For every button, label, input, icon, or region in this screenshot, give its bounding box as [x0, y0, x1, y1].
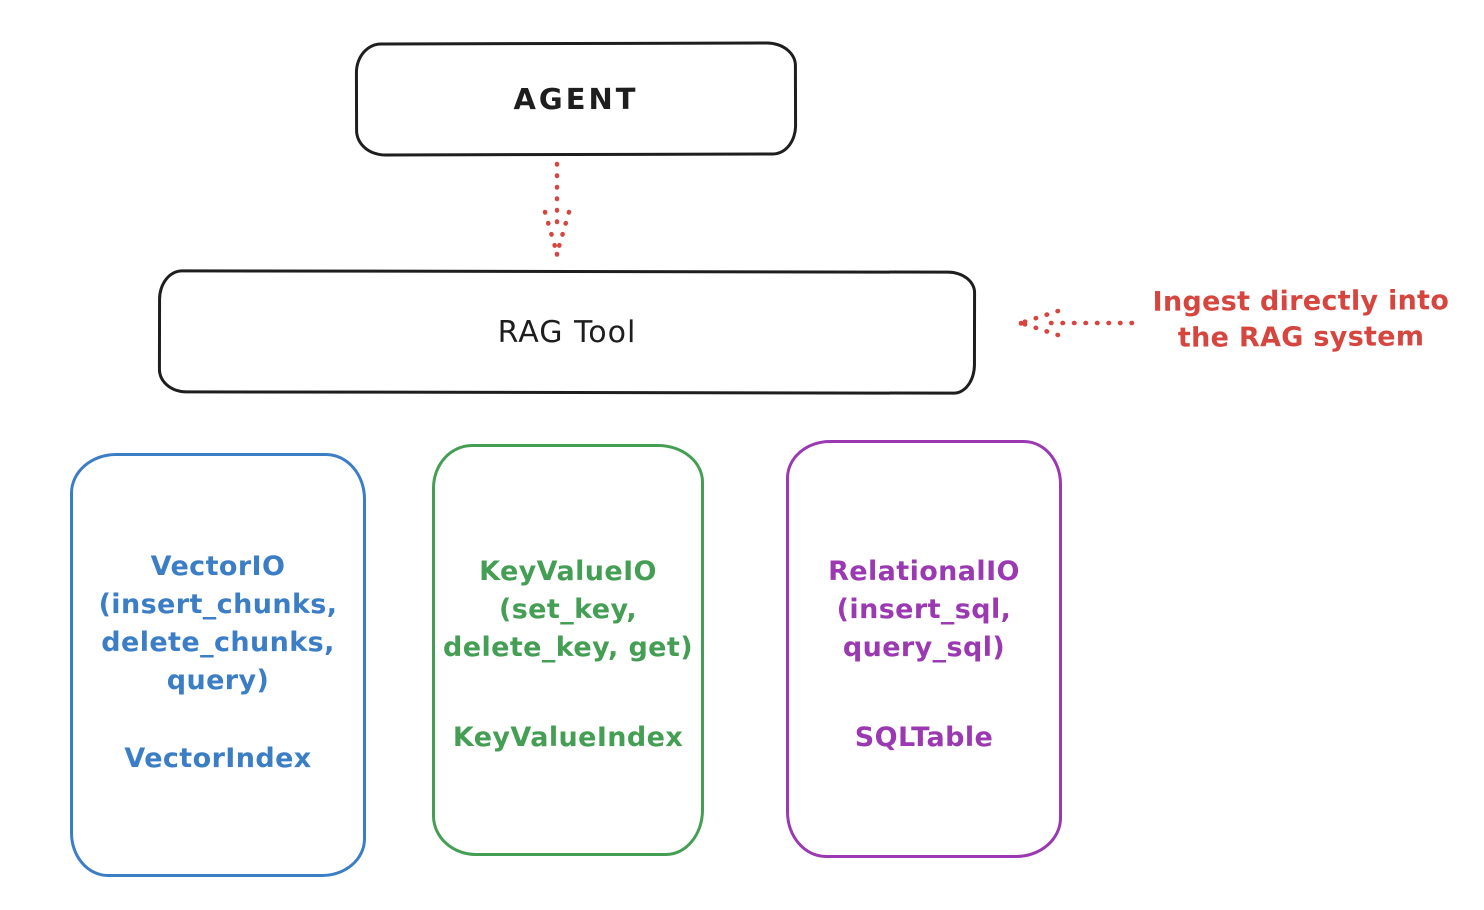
ingest-annotation-line1: Ingest directly into: [1152, 285, 1450, 318]
vectorio-api-line1: (insert_chunks,: [98, 589, 338, 620]
ingest-annotation: Ingest directly into the RAG system: [1136, 283, 1466, 357]
ingest-annotation-line2: the RAG system: [1177, 321, 1425, 354]
rag-tool-node: RAG Tool: [157, 269, 977, 395]
vectorio-api-line3: query): [166, 665, 270, 696]
relationalio-api-line1: (insert_sql,: [836, 594, 1012, 625]
vectorio-api-line2: delete_chunks,: [101, 627, 335, 658]
keyvalueio-index-label: KeyValueIndex: [452, 722, 684, 753]
vectorio-title: VectorIO: [150, 551, 286, 582]
keyvalueio-api-line2: delete_key, get): [443, 632, 693, 663]
relationalio-table-label: SQLTable: [854, 722, 994, 753]
rag-tool-node-label: RAG Tool: [497, 314, 637, 350]
agent-node: AGENT: [354, 41, 798, 157]
dotted-arrow-down-icon: [542, 161, 572, 257]
relationalio-api-line2: query_sql): [842, 632, 1006, 663]
relationalio-title: RelationalIO: [828, 556, 1020, 587]
keyvalueio-api-line1: (set_key,: [498, 594, 638, 625]
vectorio-index-label: VectorIndex: [124, 743, 312, 774]
dotted-arrow-left-icon: [1018, 308, 1135, 338]
keyvalueio-node: KeyValueIO (set_key, delete_key, get) Ke…: [432, 444, 704, 856]
keyvalueio-title: KeyValueIO: [479, 556, 657, 587]
agent-node-label: AGENT: [513, 81, 639, 117]
vectorio-node: VectorIO (insert_chunks, delete_chunks, …: [70, 453, 366, 877]
relationalio-node: RelationalIO (insert_sql, query_sql) SQL…: [786, 440, 1062, 858]
